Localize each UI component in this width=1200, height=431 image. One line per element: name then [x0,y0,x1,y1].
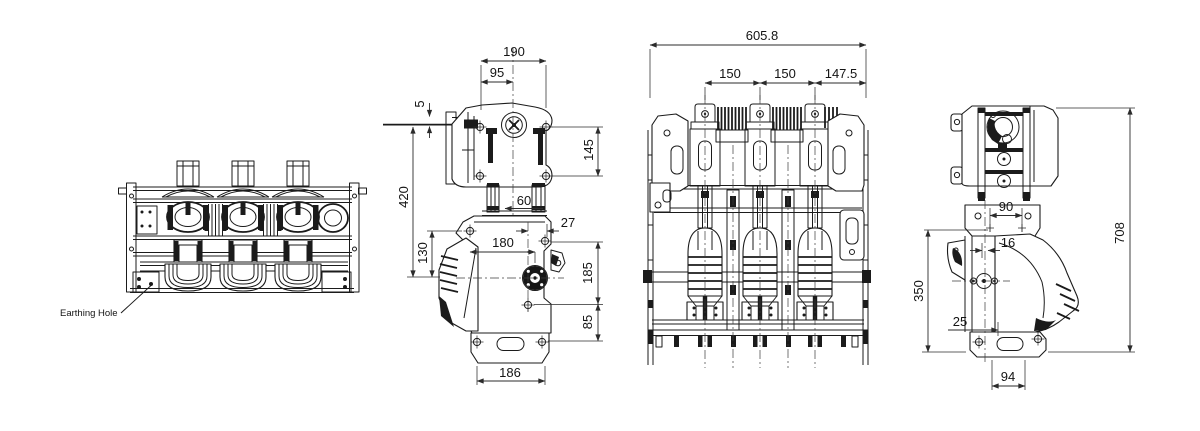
dim-350: 350 [911,280,926,302]
dim-185: 185 [580,262,595,284]
dim-130: 130 [415,242,430,264]
dim-708: 708 [1112,222,1127,244]
side-view-a-dimensions: 190 95 5 420 130 145 60 27 180 [396,44,603,385]
dim-16: 16 [1001,235,1015,250]
dim-85: 85 [580,315,595,329]
dim-150-b: 150 [774,66,796,81]
front-view-drawing: 605.8 150 150 147.5 [643,28,871,368]
dim-60: 60 [517,193,531,208]
dim-5: 5 [412,100,427,107]
dim-147-5: 147.5 [825,66,858,81]
dim-94: 94 [1001,369,1015,384]
dim-27: 27 [561,215,575,230]
dim-145: 145 [581,139,596,161]
side-view-a-drawing: 190 95 5 420 130 145 60 27 180 [383,44,603,385]
side-view-b-drawing: 90 16 350 25 94 708 [911,105,1135,390]
dim-180: 180 [492,235,514,250]
dim-186: 186 [499,365,521,380]
dim-605-8: 605.8 [746,28,779,43]
earthing-hole-label: Earthing Hole [60,308,118,319]
dim-90: 90 [999,199,1013,214]
dim-25: 25 [953,314,967,329]
front-view-dimensions: 605.8 150 150 147.5 [649,28,867,100]
dim-190: 190 [503,44,525,59]
side-view-b-dimensions: 90 16 350 25 94 708 [911,107,1135,390]
dim-95: 95 [490,65,504,80]
rear-view-drawing: Earthing Hole [60,160,367,319]
dim-420: 420 [396,186,411,208]
dim-150-a: 150 [719,66,741,81]
